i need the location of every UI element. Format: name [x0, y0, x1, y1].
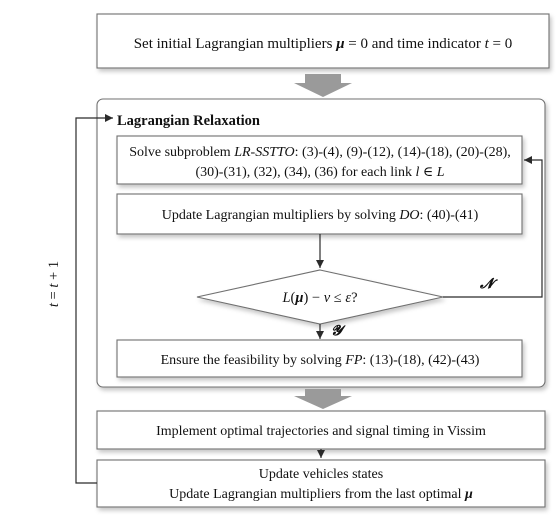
- no-branch-arrow: [443, 156, 543, 298]
- update-multipliers-box: Update Lagrangian multipliers by solving…: [116, 193, 523, 235]
- solve-line-1: Solve subproblem LR-SSTTO: (3)-(4), (9)-…: [129, 145, 511, 160]
- no-label: 𝓝: [479, 277, 498, 292]
- init-text: Set initial Lagrangian multipliers μ = 0…: [134, 36, 513, 52]
- time-increment-label: t = t + 1: [46, 261, 62, 307]
- solve-subproblem-box: Solve subproblem LR-SSTTO: (3)-(4), (9)-…: [116, 135, 523, 185]
- implement-text: Implement optimal trajectories and signa…: [156, 424, 486, 439]
- final-update-box: Update vehicles states Update Lagrangian…: [96, 459, 546, 508]
- update-multipliers-text: Update Lagrangian multipliers by solving…: [162, 208, 479, 223]
- convergence-condition: L(μ) − v ≤ ε?: [281, 290, 357, 306]
- solve-line-2: (30)-(31), (32), (34), (36) for each lin…: [195, 165, 444, 180]
- init-box: Set initial Lagrangian multipliers μ = 0…: [96, 13, 550, 69]
- time-loop-arrow: [75, 114, 113, 484]
- block-arrow-2: [294, 389, 352, 409]
- implement-box: Implement optimal trajectories and signa…: [96, 410, 546, 450]
- feasibility-text: Ensure the feasibility by solving FP: (1…: [161, 353, 480, 368]
- convergence-check: L(μ) − v ≤ ε?: [196, 269, 444, 325]
- final-line-1: Update vehicles states: [259, 467, 383, 482]
- block-arrow-1: [294, 74, 352, 97]
- final-line-2: Update Lagrangian multipliers from the l…: [169, 487, 473, 502]
- feasibility-box: Ensure the feasibility by solving FP: (1…: [116, 339, 523, 378]
- lagrangian-relaxation-title: Lagrangian Relaxation: [117, 113, 260, 129]
